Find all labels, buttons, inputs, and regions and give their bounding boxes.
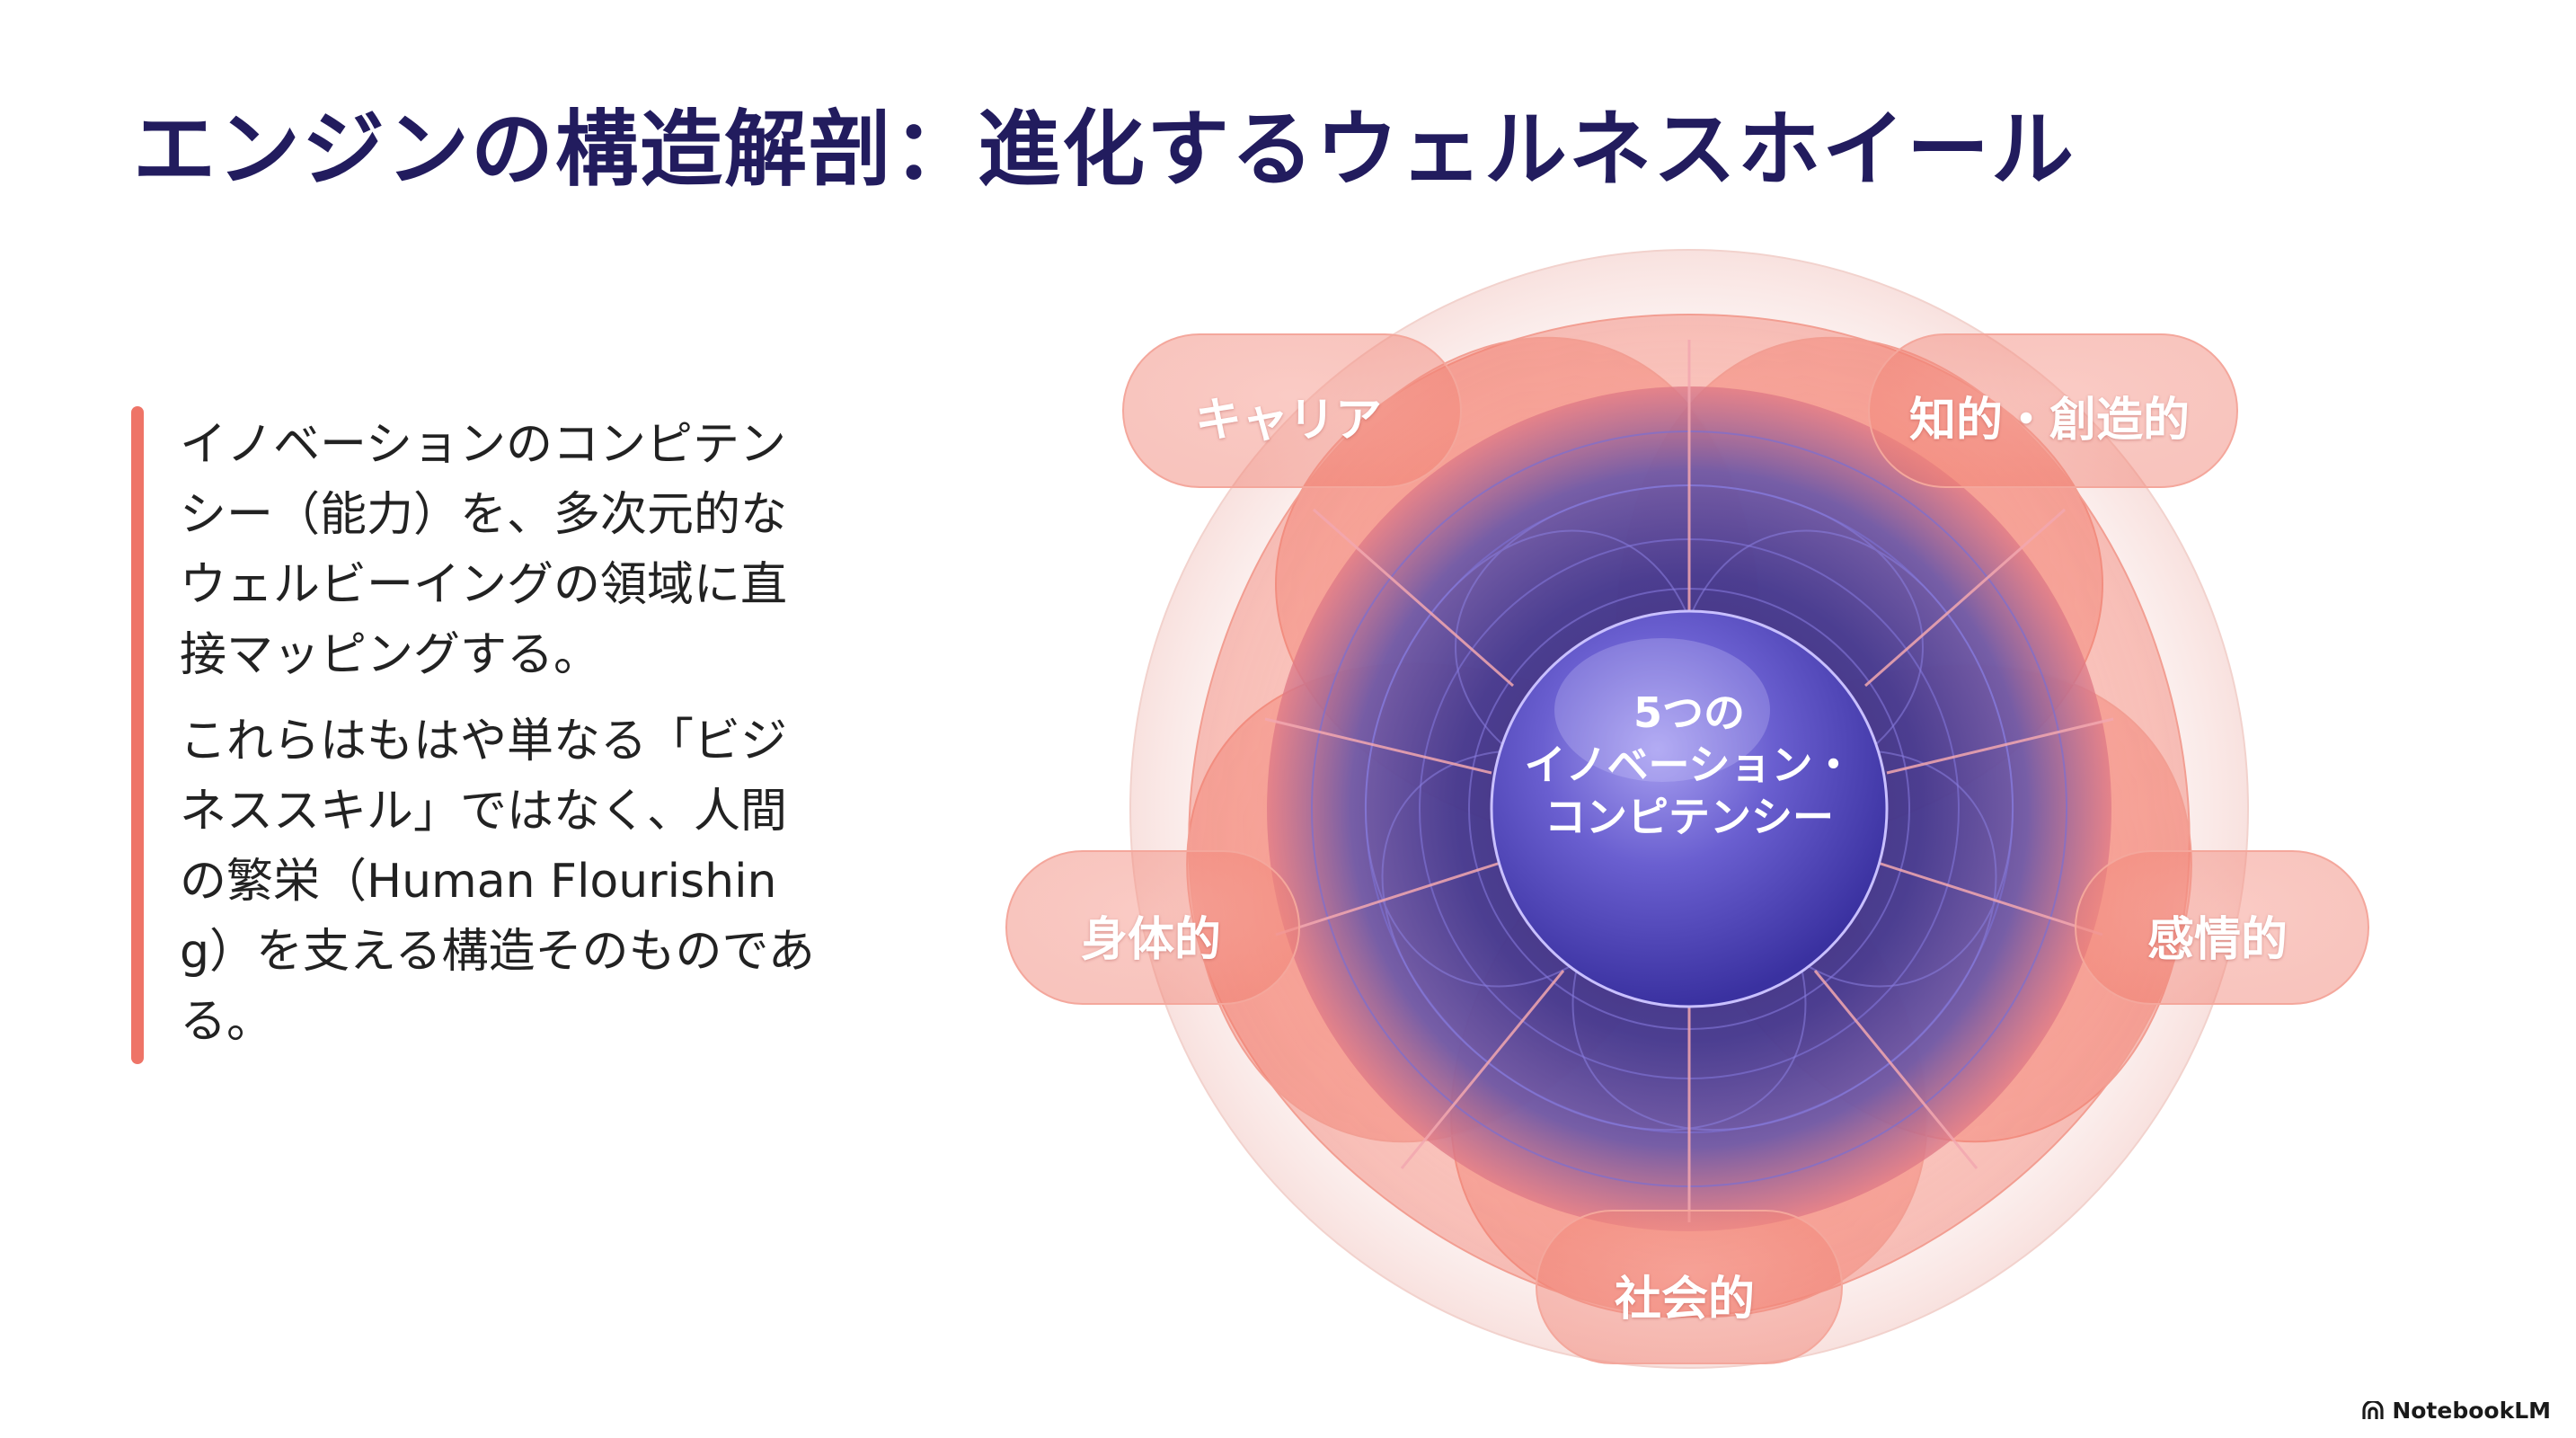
notebooklm-icon	[2362, 1400, 2384, 1419]
sphere-highlight	[1554, 638, 1770, 782]
pill-career	[1122, 333, 1462, 488]
accent-bar	[131, 406, 144, 1064]
domain-label-career: キャリア	[1195, 394, 1383, 448]
domain-label-intellectual: 知的・創造的	[1909, 394, 2191, 448]
center-label: 5つの イノベーション・ コンピテンシー	[1474, 687, 1905, 843]
domain-label-physical: 身体的	[1081, 913, 1222, 967]
spokes	[1264, 340, 2114, 1222]
brand-logo: NotebookLM	[2361, 1398, 2551, 1424]
page-title: エンジンの構造解剖：進化するウェルネスホイール	[133, 102, 2076, 198]
domain-pills	[1005, 333, 2369, 1364]
domain-label-emotional: 感情的	[2147, 913, 2288, 967]
pill-emotional	[2075, 850, 2369, 1005]
pill-intellectual	[1868, 333, 2238, 488]
center-sphere	[1490, 609, 1889, 1008]
center-label-line: イノベーション・	[1524, 741, 1855, 789]
body-paragraph: これらはもはや単なる「ビジネススキル」ではなく、人間の繁栄（Human Flou…	[180, 715, 815, 1049]
center-label-line: 5つの	[1633, 688, 1745, 737]
domain-label-social: 社会的	[1615, 1273, 1756, 1327]
body-paragraph: イノベーションのコンピテンシー（能力）を、多次元的なウェルビーイングの領域に直接…	[180, 418, 788, 682]
pill-social	[1536, 1210, 1843, 1364]
brand-name: NotebookLM	[2392, 1398, 2551, 1424]
pill-physical	[1005, 850, 1300, 1005]
body-text: イノベーションのコンピテンシー（能力）を、多次元的なウェルビーイングの領域に直接…	[180, 410, 827, 1073]
wellness-wheel-diagram	[1005, 249, 2369, 1369]
center-label-line: コンピテンシー	[1545, 793, 1834, 841]
